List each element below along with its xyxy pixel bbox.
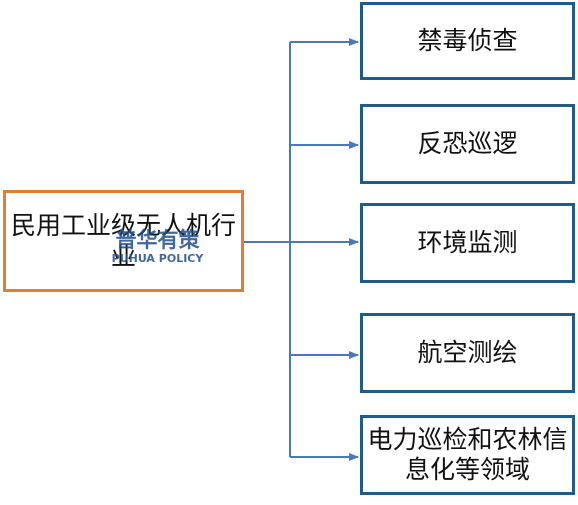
branch-node-2: 反恐巡逻 — [360, 104, 575, 184]
branch-node-3: 环境监测 — [360, 203, 575, 283]
branch-node-label: 环境监测 — [417, 228, 518, 257]
root-node-label: 民用工业级无人机行业 — [10, 211, 236, 271]
branch-node-label: 禁毒侦查 — [417, 26, 518, 55]
root-node: 民用工业级无人机行业 — [3, 190, 244, 292]
branch-node-label: 反恐巡逻 — [417, 129, 518, 158]
branch-node-5: 电力巡检和农林信息化等领域 — [360, 415, 575, 495]
branch-node-label: 电力巡检和农林信息化等领域 — [367, 425, 568, 484]
branch-node-1: 禁毒侦查 — [360, 2, 575, 80]
branch-node-label: 航空测绘 — [417, 338, 518, 367]
branch-node-4: 航空测绘 — [360, 313, 575, 393]
